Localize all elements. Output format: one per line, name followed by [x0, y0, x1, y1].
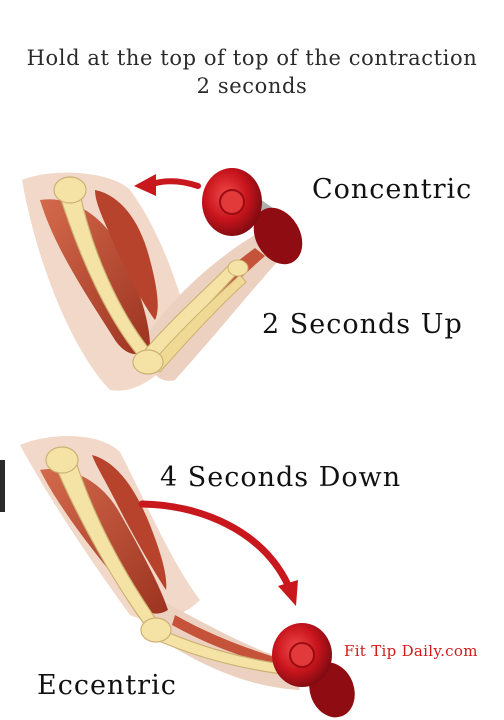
eccentric-label: Eccentric	[37, 670, 177, 701]
brand-watermark: Fit Tip Daily.com	[344, 642, 478, 660]
concentric-label: Concentric	[312, 174, 473, 205]
triceps-muscle	[95, 190, 158, 320]
lower-triceps-muscle	[92, 455, 167, 590]
eccentric-arrow	[138, 500, 298, 606]
ulna-bone	[149, 274, 247, 373]
elbow-joint	[132, 349, 164, 375]
seconds-up-label: 2 Seconds Up	[262, 309, 463, 340]
concentric-arrow	[134, 174, 201, 196]
instruction-line-1: Hold at the top of top of the contractio…	[26, 46, 478, 70]
extended-arm	[20, 435, 300, 690]
edge-marker	[0, 460, 5, 512]
wrist-joint	[227, 259, 249, 277]
lower-forearm-muscle	[172, 615, 285, 668]
bottom-dumbbell	[272, 623, 355, 718]
lower-elbow-joint	[140, 617, 172, 643]
top-dumbbell	[202, 168, 303, 265]
instruction-header: Hold at the top of top of the contractio…	[0, 44, 504, 100]
flexed-arm	[22, 172, 288, 391]
seconds-down-label: 4 Seconds Down	[160, 462, 402, 493]
shoulder-joint	[53, 176, 87, 204]
lower-shoulder-joint	[45, 446, 79, 474]
instruction-line-2: 2 seconds	[196, 74, 308, 98]
